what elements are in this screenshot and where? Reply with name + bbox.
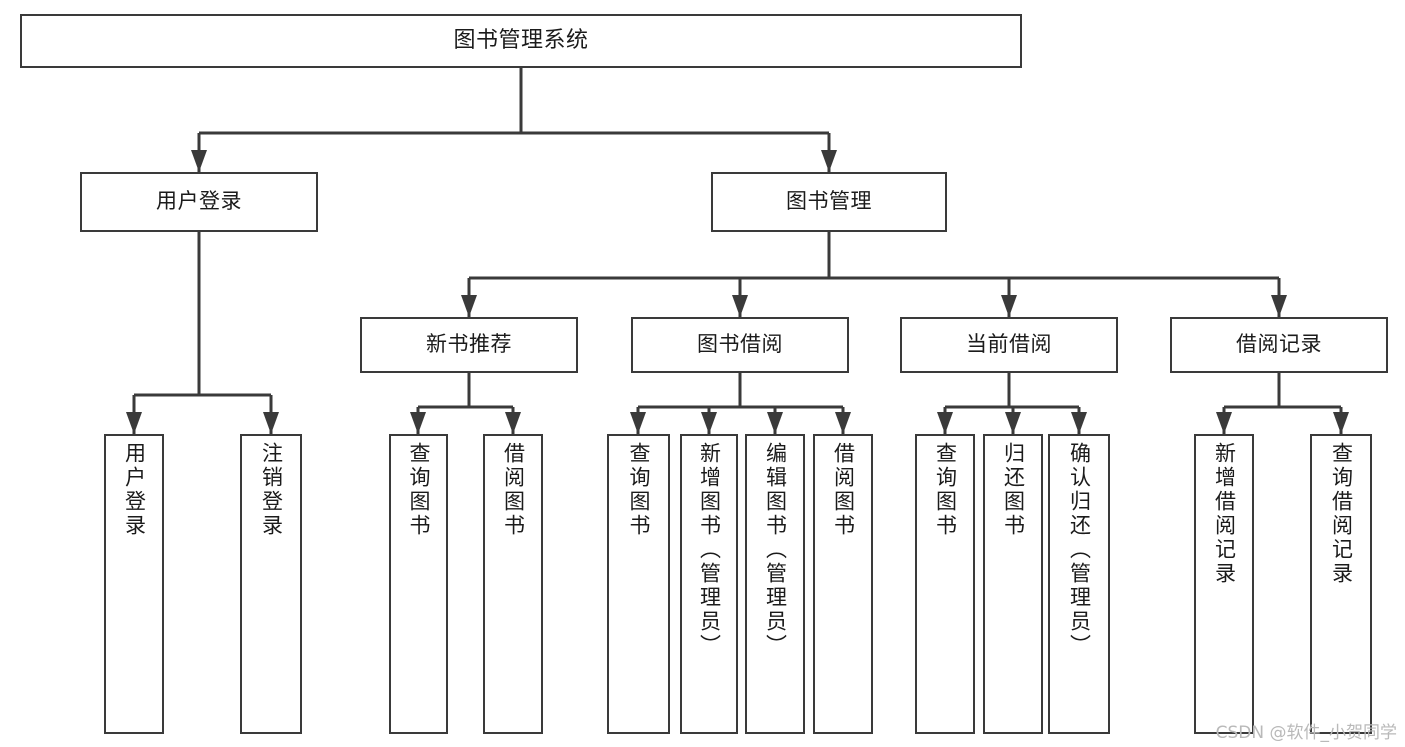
arrowhead-login-0: [126, 412, 142, 434]
node-leaf-login-2[interactable]: 注销登录: [240, 434, 302, 734]
node-leaf-login-1[interactable]: 用户登录: [104, 434, 164, 734]
node-label-leaf-cur-2: 归还图书: [1001, 442, 1026, 538]
node-label-leaf-login-1: 用户登录: [122, 442, 147, 538]
node-leaf-bor-1[interactable]: 查询图书: [607, 434, 670, 734]
node-borrow[interactable]: 图书借阅: [631, 317, 849, 373]
node-label-leaf-login-2: 注销登录: [259, 442, 284, 538]
arrowhead-records-0: [1216, 412, 1232, 434]
arrowhead-borrow-0: [630, 412, 646, 434]
node-leaf-rec-2[interactable]: 查询借阅记录: [1310, 434, 1372, 734]
node-label-leaf-rec-1: 新增借阅记录: [1212, 442, 1237, 586]
node-label-leaf-cur-3: 确认归还（管理员）: [1067, 442, 1092, 658]
node-label-leaf-bor-3: 编辑图书（管理员）: [763, 442, 788, 658]
arrowhead-records-1: [1333, 412, 1349, 434]
node-leaf-cur-1[interactable]: 查询图书: [915, 434, 975, 734]
arrowhead-borrow-3: [835, 412, 851, 434]
arrowhead-root-0: [191, 150, 207, 172]
node-leaf-bor-3[interactable]: 编辑图书（管理员）: [745, 434, 805, 734]
node-label-leaf-new-2: 借阅图书: [501, 442, 526, 538]
node-leaf-bor-2[interactable]: 新增图书（管理员）: [680, 434, 738, 734]
arrowhead-borrow-1: [701, 412, 717, 434]
node-label-borrow: 图书借阅: [697, 332, 783, 357]
arrowhead-newbook-1: [505, 412, 521, 434]
node-label-root: 图书管理系统: [453, 27, 589, 53]
node-records[interactable]: 借阅记录: [1170, 317, 1388, 373]
arrowhead-bookmgmt-3: [1271, 295, 1287, 317]
node-label-leaf-rec-2: 查询借阅记录: [1329, 442, 1354, 586]
arrowhead-bookmgmt-0: [461, 295, 477, 317]
node-label-leaf-bor-1: 查询图书: [627, 442, 651, 538]
node-leaf-rec-1[interactable]: 新增借阅记录: [1194, 434, 1254, 734]
node-current[interactable]: 当前借阅: [900, 317, 1118, 373]
arrowhead-bookmgmt-1: [732, 295, 748, 317]
node-leaf-new-1[interactable]: 查询图书: [389, 434, 448, 734]
node-label-leaf-bor-2: 新增图书（管理员）: [697, 442, 722, 658]
arrowhead-login-1: [263, 412, 279, 434]
node-leaf-new-2[interactable]: 借阅图书: [483, 434, 543, 734]
arrowhead-borrow-2: [767, 412, 783, 434]
arrowhead-newbook-0: [410, 412, 426, 434]
node-label-login: 用户登录: [156, 189, 242, 214]
arrowhead-current-1: [1005, 412, 1021, 434]
node-root[interactable]: 图书管理系统: [20, 14, 1022, 68]
watermark: CSDN @软件_小贺同学: [1215, 723, 1397, 743]
node-bookmgmt[interactable]: 图书管理: [711, 172, 947, 232]
node-label-records: 借阅记录: [1236, 332, 1322, 357]
arrowhead-bookmgmt-2: [1001, 295, 1017, 317]
node-leaf-cur-2[interactable]: 归还图书: [983, 434, 1043, 734]
arrowhead-current-2: [1071, 412, 1087, 434]
node-label-bookmgmt: 图书管理: [786, 189, 872, 214]
node-newbook[interactable]: 新书推荐: [360, 317, 578, 373]
node-login[interactable]: 用户登录: [80, 172, 318, 232]
node-leaf-cur-3[interactable]: 确认归还（管理员）: [1048, 434, 1110, 734]
node-label-current: 当前借阅: [966, 332, 1052, 357]
node-label-newbook: 新书推荐: [426, 332, 512, 357]
node-label-leaf-new-1: 查询图书: [407, 442, 431, 538]
arrowhead-root-1: [821, 150, 837, 172]
node-label-leaf-bor-4: 借阅图书: [831, 442, 856, 538]
arrowhead-current-0: [937, 412, 953, 434]
node-label-leaf-cur-1: 查询图书: [933, 442, 958, 538]
node-leaf-bor-4[interactable]: 借阅图书: [813, 434, 873, 734]
